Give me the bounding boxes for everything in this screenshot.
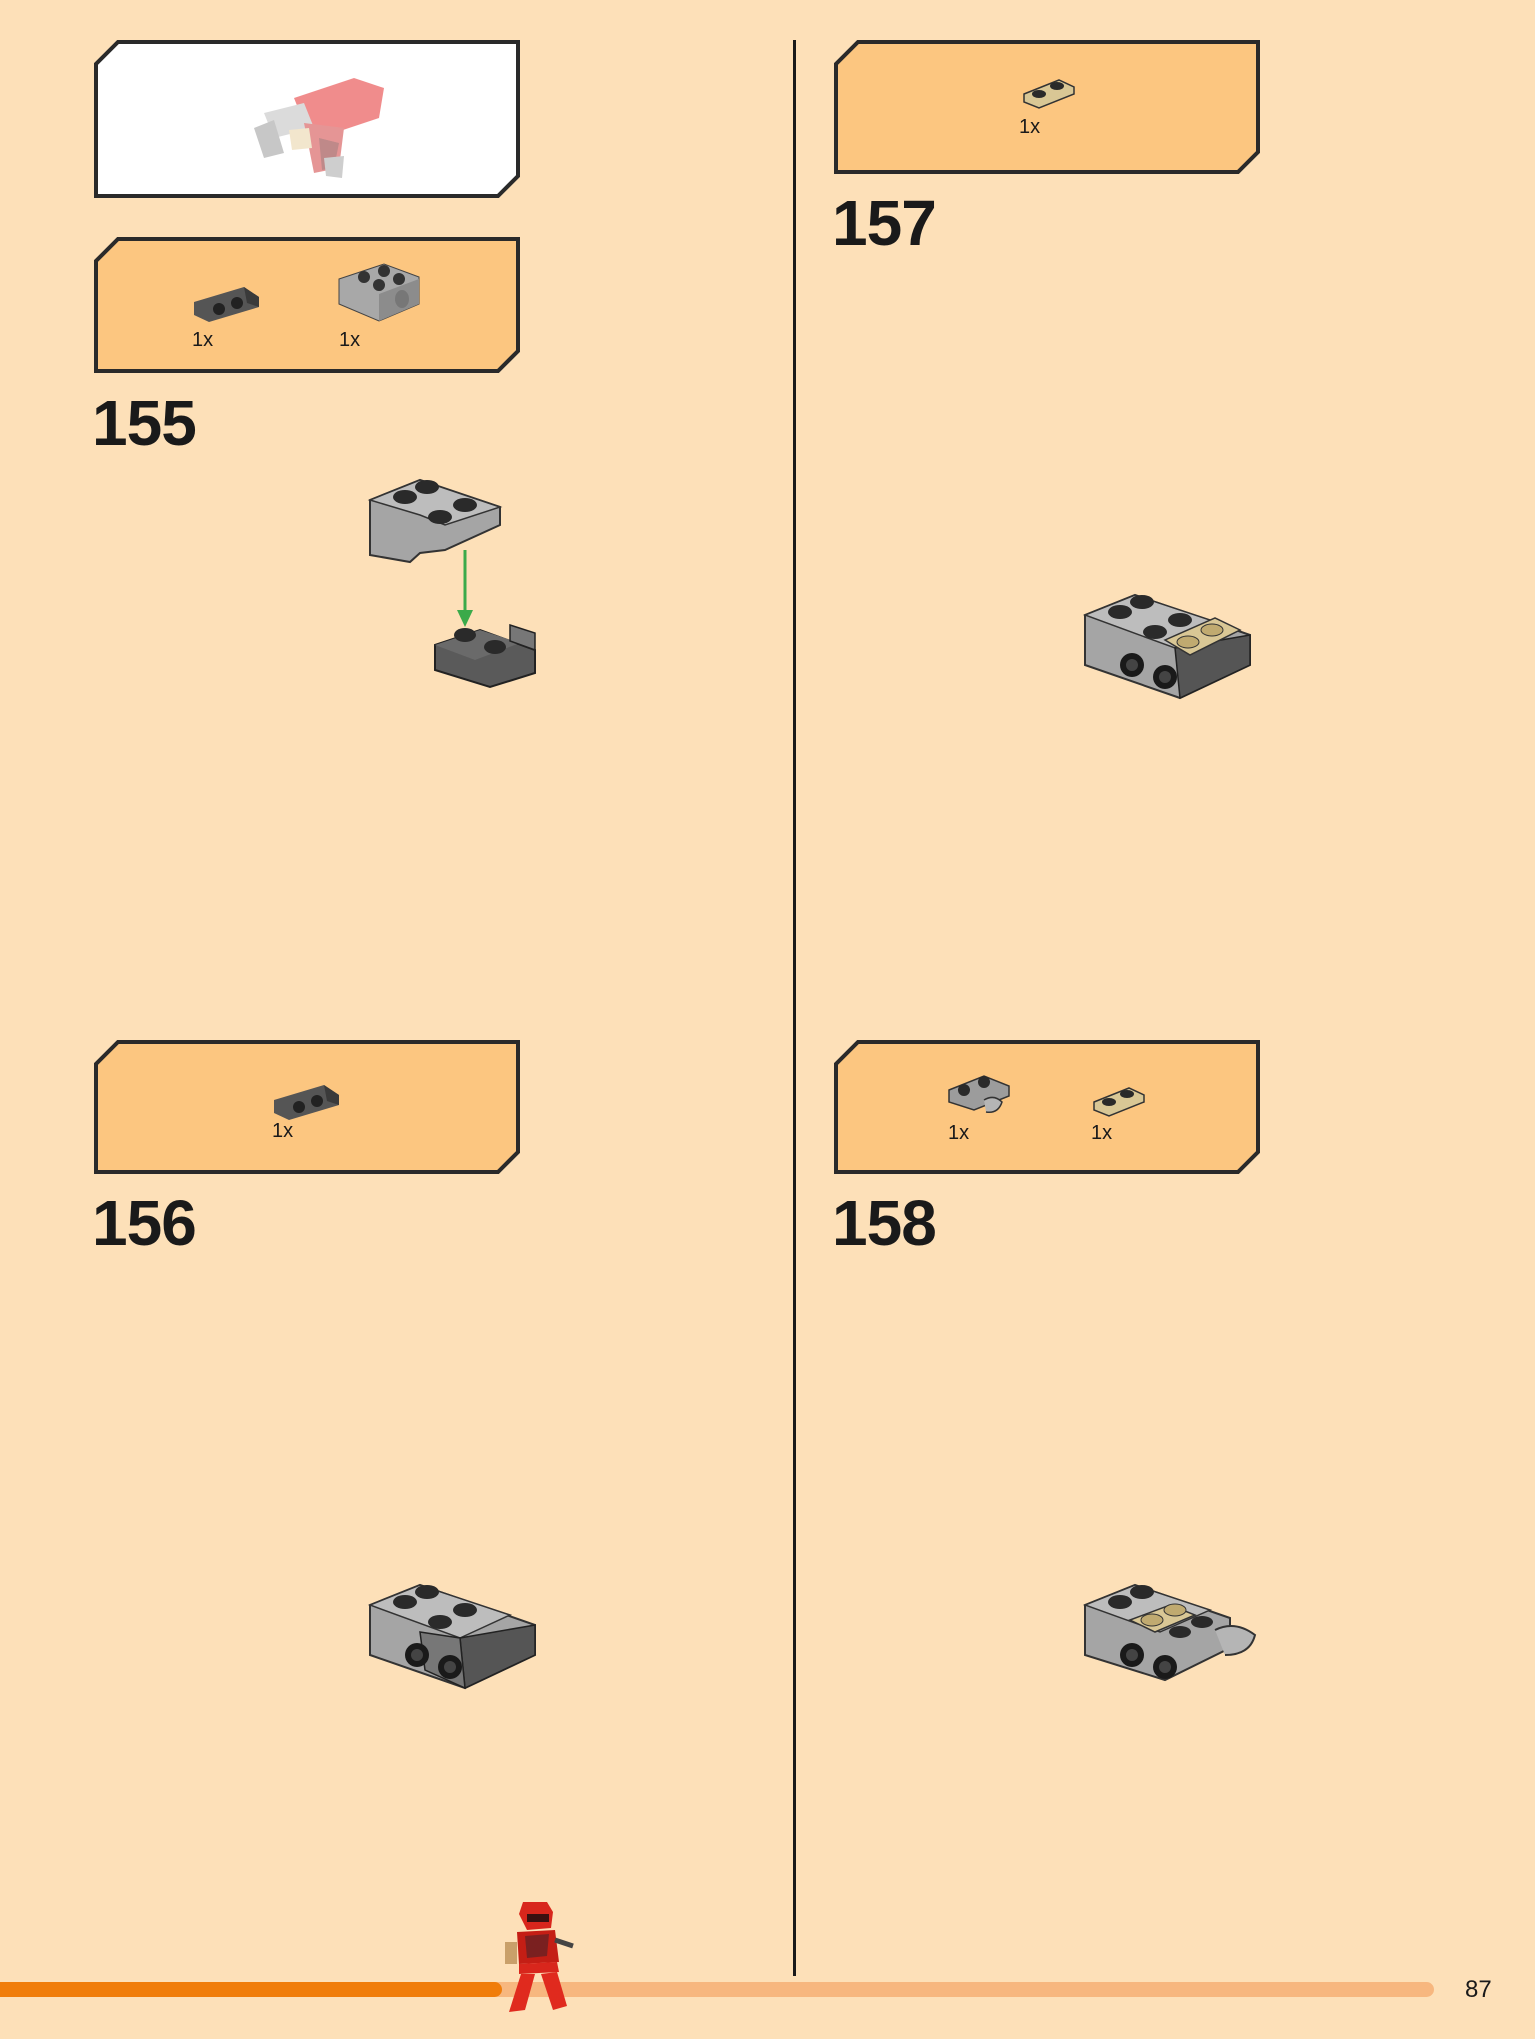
submodel-preview-box bbox=[94, 40, 520, 198]
parts-callout-step-157: 1x bbox=[834, 40, 1260, 174]
tan-plate-part-icon bbox=[1093, 1087, 1145, 1117]
parts-callout-step-158: 1x 1x bbox=[834, 1040, 1260, 1174]
brick-with-hole bbox=[367, 478, 503, 564]
part-quantity: 1x bbox=[272, 1120, 294, 1142]
step-158-assembly-illustration bbox=[1082, 1583, 1257, 1682]
column-divider bbox=[793, 40, 796, 1976]
progress-bar bbox=[0, 1982, 1434, 1997]
step-number: 158 bbox=[832, 1187, 937, 1259]
part-quantity: 1x bbox=[948, 1122, 970, 1144]
ninja-minifigure-icon bbox=[505, 1902, 574, 2012]
parts-callout-step-155: 1x 1x bbox=[94, 237, 520, 373]
part-quantity: 1x bbox=[1019, 116, 1041, 138]
part-quantity: 1x bbox=[192, 329, 214, 351]
bracket-plate bbox=[434, 623, 536, 689]
tan-plate-part-icon bbox=[1023, 79, 1075, 109]
step-number: 156 bbox=[92, 1187, 197, 1259]
light-gray-brick-part-icon bbox=[338, 263, 420, 322]
progress-fill bbox=[0, 1982, 502, 1997]
step-156-assembly-illustration bbox=[367, 1583, 536, 1690]
page-number: 87 bbox=[1465, 1976, 1492, 2003]
step-157-assembly-illustration bbox=[1082, 593, 1251, 700]
parts-callout-step-156: 1x bbox=[94, 1040, 520, 1174]
step-number: 157 bbox=[832, 187, 937, 259]
red-submodel-icon bbox=[254, 78, 384, 178]
light-gray-clip-plate-part-icon bbox=[948, 1075, 1010, 1114]
part-quantity: 1x bbox=[1091, 1122, 1113, 1144]
part-quantity: 1x bbox=[339, 329, 361, 351]
dark-bracket-part-icon bbox=[274, 1085, 339, 1120]
step-number: 155 bbox=[92, 387, 197, 459]
dark-bracket-part-icon bbox=[194, 287, 259, 322]
step-155-assembly-illustration bbox=[367, 478, 536, 689]
